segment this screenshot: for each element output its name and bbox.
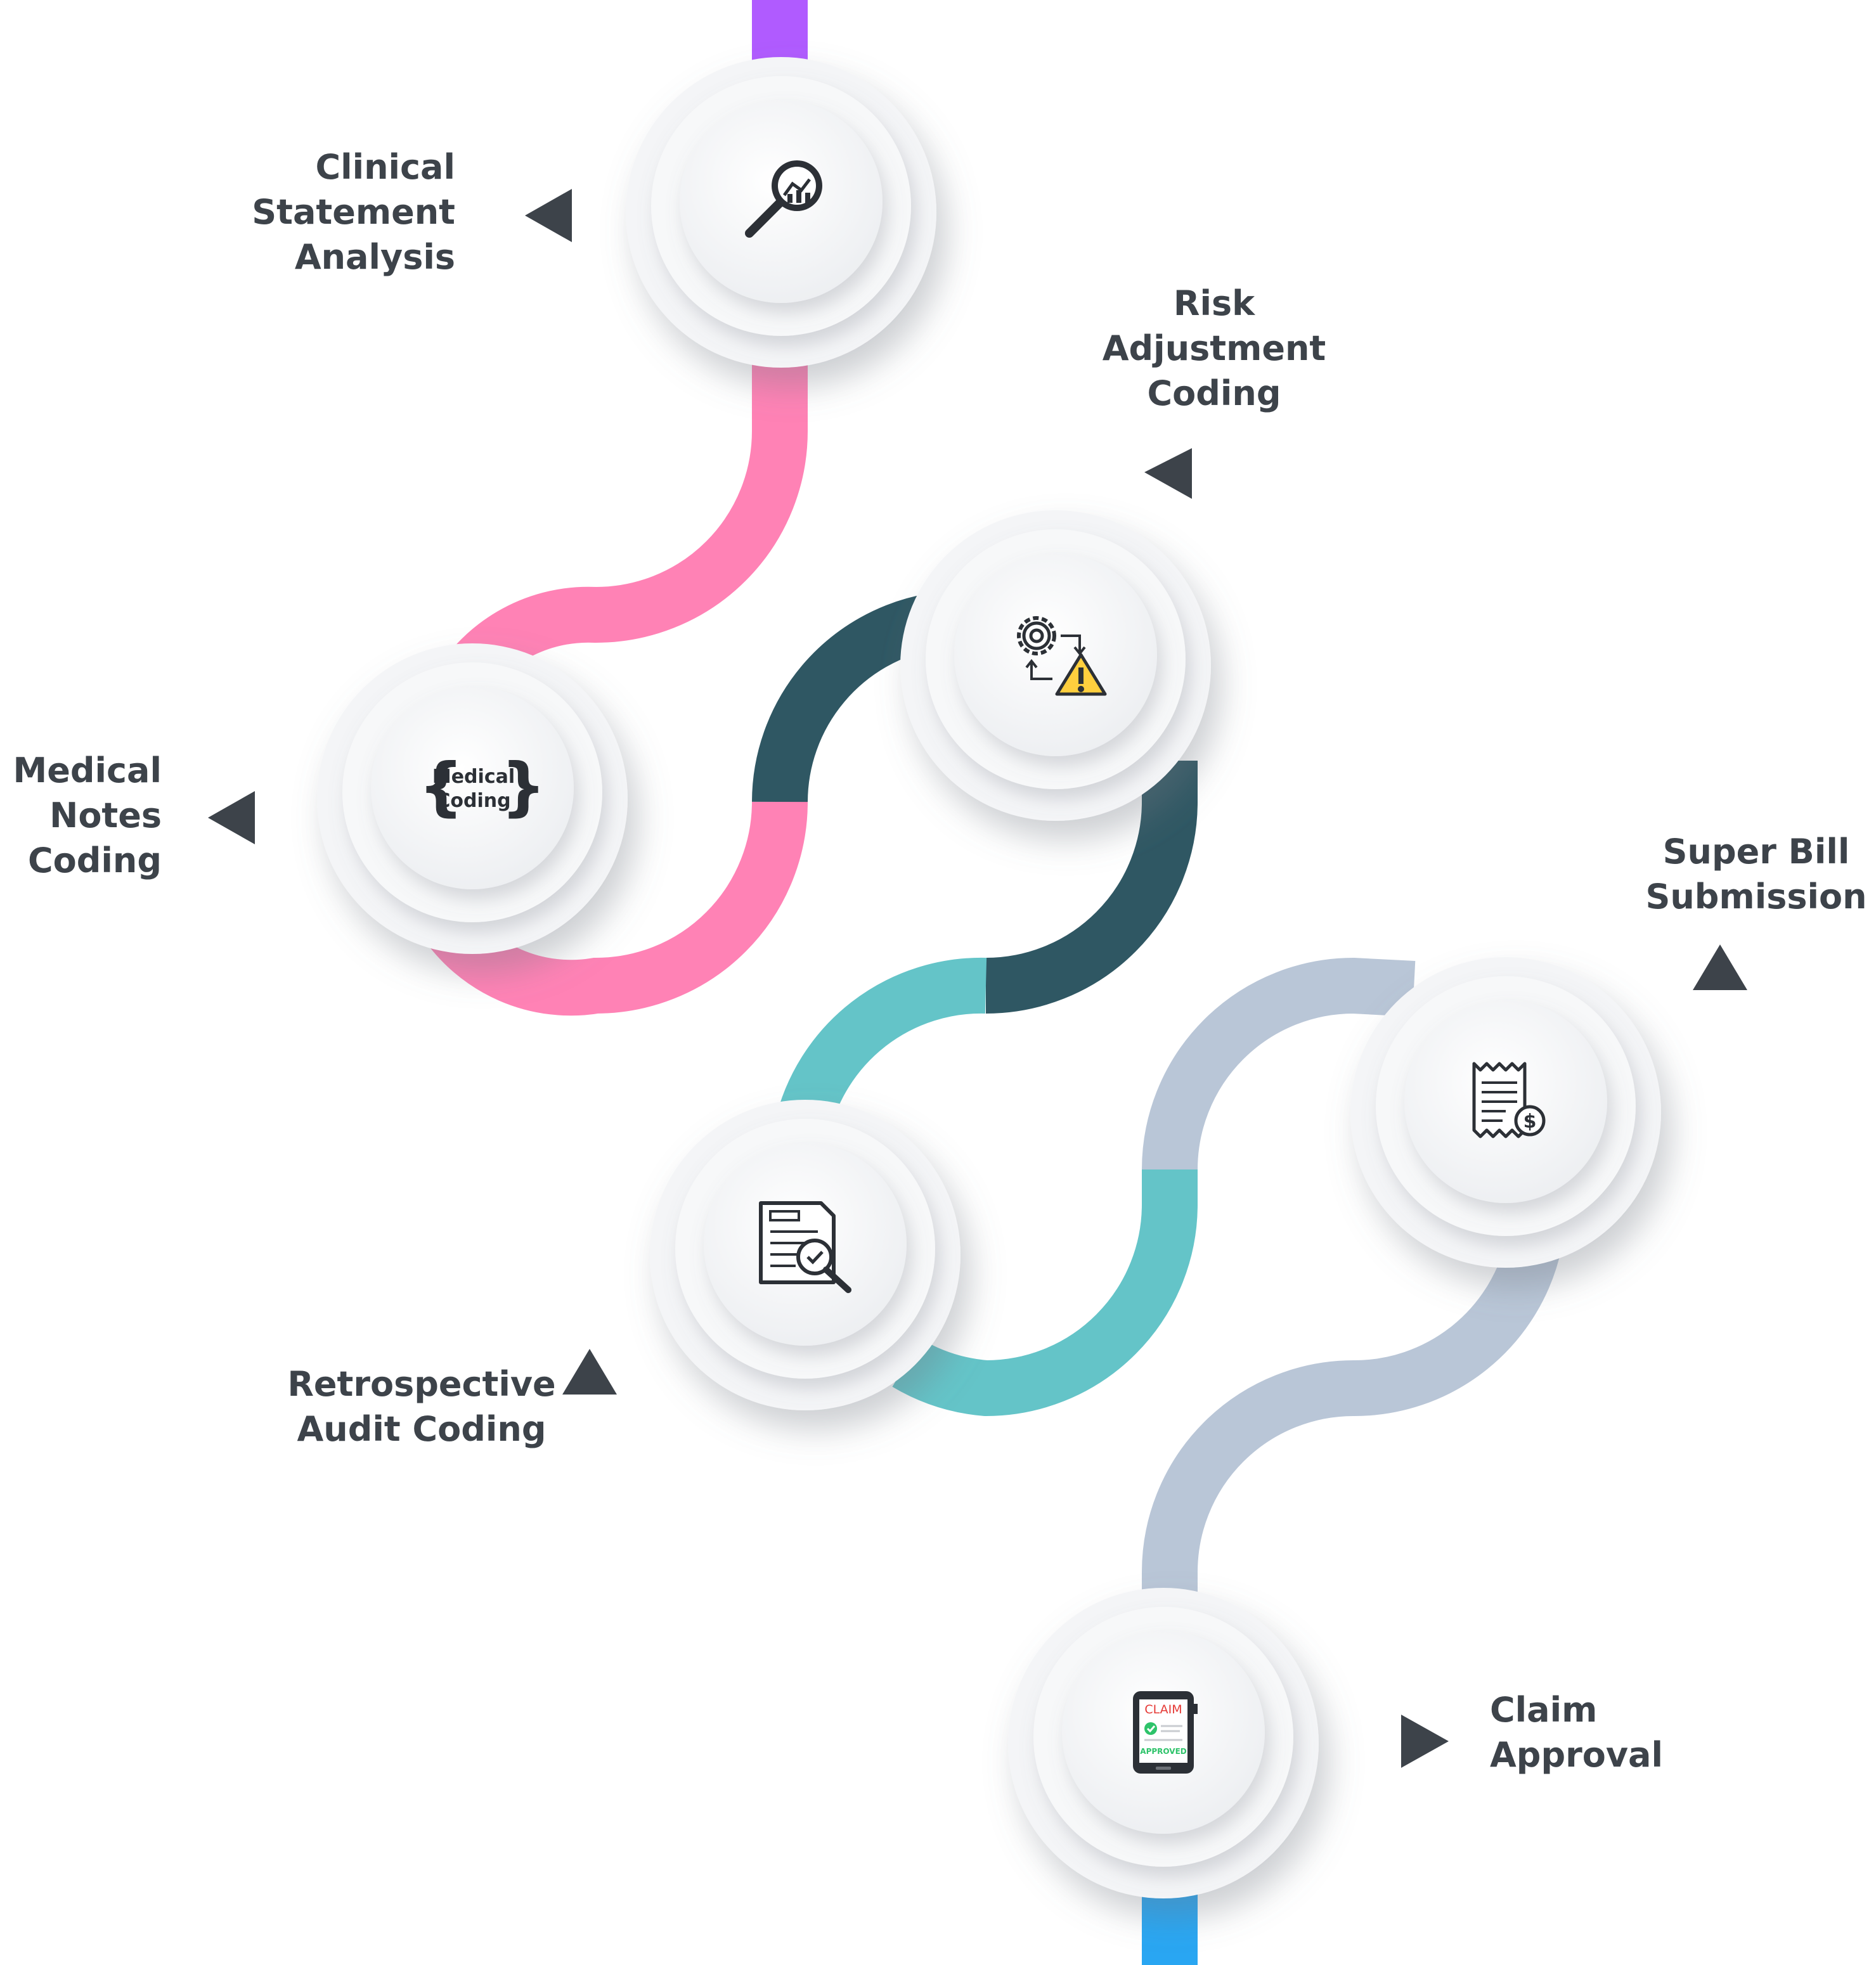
- receipt-dollar-icon: $: [1472, 1062, 1546, 1138]
- label-medical-notes-coding: Medical Notes Coding: [13, 751, 162, 880]
- connector-pink-upper: [432, 349, 808, 705]
- step-clinical: [626, 57, 936, 368]
- approved-word: APPROVED: [1140, 1747, 1186, 1756]
- label-retrospective-audit-coding: Retrospective Audit Coding: [287, 1364, 556, 1449]
- connector-teal-upper: [775, 957, 987, 1135]
- connector-dark-lower: [985, 761, 1198, 1014]
- label-risk-adjustment-coding: Risk Adjustment Coding: [1102, 283, 1326, 413]
- gear-warning-icon: [1017, 616, 1107, 696]
- label-claim-approval: Claim Approval: [1490, 1690, 1663, 1775]
- badge-line-2: Coding: [436, 790, 510, 812]
- arrow-claim: [1401, 1715, 1449, 1768]
- arrow-risk: [1144, 448, 1192, 499]
- badge-line-1: Medical: [432, 766, 515, 788]
- connector-paths: [420, 0, 1562, 1965]
- claim-word: CLAIM: [1144, 1703, 1182, 1717]
- step-risk: [900, 510, 1211, 821]
- label-super-bill-submission: Super Bill Submission: [1645, 832, 1867, 917]
- document-audit-icon: [759, 1201, 851, 1293]
- svg-text:$: $: [1523, 1111, 1537, 1133]
- magnifier-chart-icon: [745, 160, 822, 238]
- connector-teal-lower: [892, 1169, 1198, 1417]
- connector-greyblue-lower: [1142, 1236, 1562, 1610]
- connector-pink-lower: [420, 801, 808, 1016]
- arrow-superbill: [1693, 944, 1747, 990]
- claim-tablet-icon: CLAIM APPROVED: [1133, 1691, 1198, 1774]
- arrow-retro: [562, 1349, 617, 1395]
- step-medical: [317, 643, 628, 954]
- medical-coding-badge-icon: { } Medical Coding: [418, 749, 546, 823]
- label-clinical-statement-analysis: Clinical Statement Analysis: [252, 147, 455, 277]
- arrow-clinical: [525, 189, 572, 242]
- connector-greyblue-upper: [1142, 957, 1416, 1170]
- svg-text:}: }: [501, 749, 546, 823]
- pointer-arrows: [208, 189, 1747, 1768]
- svg-text:{: {: [418, 749, 463, 823]
- arrow-medical: [208, 791, 255, 844]
- connector-dark-upper: [752, 593, 938, 802]
